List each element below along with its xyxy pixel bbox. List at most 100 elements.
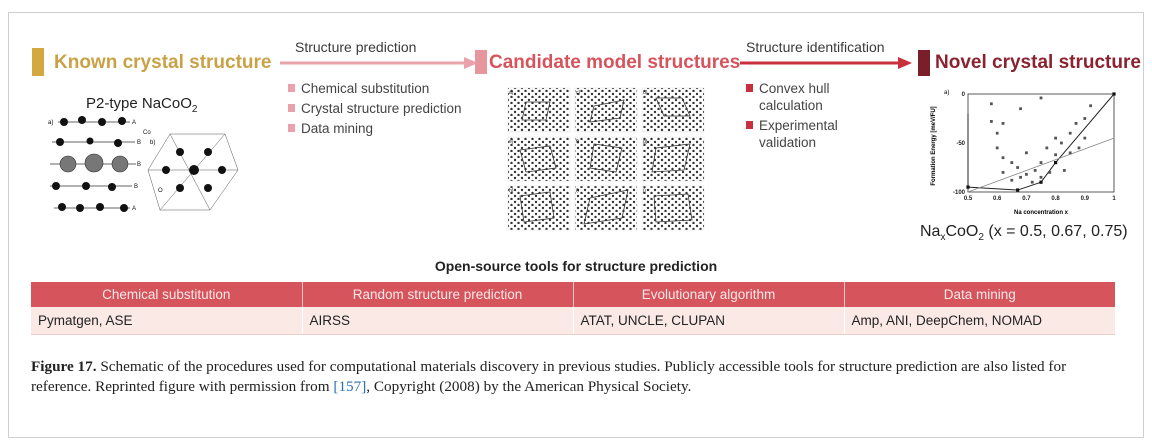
known-structure-title: P2-type NaCoO2 [86, 95, 198, 115]
tools-heading: Open-source tools for structure predicti… [434, 258, 718, 274]
data-point [1060, 141, 1063, 145]
table-cell: Pymatgen, ASE [31, 307, 303, 335]
list-item: Chemical substitution [288, 80, 468, 97]
reference-line [967, 137, 1115, 193]
data-point [1039, 175, 1043, 179]
data-point [1025, 151, 1028, 155]
data-point [1074, 122, 1078, 125]
svg-text:f): f) [576, 139, 579, 145]
identification-methods-list: Convex hull calculation Experimental val… [746, 80, 886, 154]
atom-callouts: Co O [143, 130, 163, 194]
data-point [1001, 156, 1005, 160]
y-axis-label: Formation Energy [meV/FU] [931, 106, 937, 185]
data-point [1010, 161, 1014, 164]
candidate-structures-grid: a) c) d) e) f) g) h) i) j) [507, 87, 705, 231]
known-stage-marker [32, 48, 44, 76]
data-points [966, 92, 1116, 192]
data-point [1083, 136, 1087, 140]
data-point [1019, 175, 1022, 179]
caption-text-end: , Copyright (2008) by the American Physi… [366, 378, 692, 395]
data-point [1068, 151, 1072, 155]
svg-text:c): c) [576, 90, 581, 96]
chart-panel-label: a) [944, 90, 949, 96]
table-header-row: Chemical substitution Random structure p… [31, 282, 1115, 307]
x-tick-label: 0.8 [1051, 196, 1060, 202]
figure-caption: Figure 17. Schematic of the procedures u… [31, 357, 1121, 397]
data-point [1001, 171, 1005, 174]
data-point [989, 120, 993, 123]
data-point [1054, 153, 1057, 157]
panel-label: a) [48, 120, 53, 126]
data-point [1045, 146, 1049, 150]
svg-text:O: O [158, 188, 163, 194]
svg-text:Co: Co [143, 130, 151, 136]
column-header: Random structure prediction [302, 282, 574, 307]
data-point [995, 131, 999, 135]
hull-point [966, 185, 970, 189]
column-header: Evolutionary algorithm [573, 282, 845, 307]
data-point [1089, 104, 1093, 108]
svg-text:A: A [132, 120, 136, 126]
data-point [1068, 131, 1072, 135]
list-item: Experimental validation [746, 117, 886, 151]
svg-text:B: B [137, 140, 141, 146]
data-point [1030, 180, 1034, 184]
list-item: Crystal structure prediction [288, 100, 468, 117]
x-axis-label: Na concentration x [1014, 210, 1069, 216]
tick-labels: 0.5 0.6 0.7 0.8 0.9 1 0 -50 -100 [953, 92, 1116, 202]
svg-text:e): e) [509, 139, 514, 145]
data-point [1025, 172, 1028, 176]
caption-text: Schematic of the procedures used for com… [31, 358, 1067, 395]
column-header: Data mining [844, 282, 1115, 307]
hull-point [1039, 180, 1043, 184]
candidate-panels [507, 87, 705, 231]
data-point [1019, 107, 1022, 111]
x-tick-label: 0.5 [964, 196, 973, 202]
atoms [52, 116, 128, 212]
y-tick-label: 0 [962, 92, 966, 98]
hull-point [1112, 92, 1116, 96]
y-tick-label: -50 [956, 141, 965, 147]
table-row: Pymatgen, ASE AIRSS ATAT, UNCLE, CLUPAN … [31, 307, 1115, 335]
prediction-methods-list: Chemical substitution Crystal structure … [288, 80, 468, 140]
top-view-atoms [162, 148, 226, 192]
structure-prediction-label: Structure prediction [295, 39, 417, 55]
svg-text:i): i) [576, 188, 579, 194]
data-point [1033, 169, 1037, 172]
table-cell: Amp, ANI, DeepChem, NOMAD [844, 307, 1115, 335]
data-point [1016, 166, 1020, 169]
data-point [1083, 117, 1087, 120]
list-item: Data mining [288, 120, 468, 137]
data-point [1039, 161, 1043, 164]
novel-formula: NaxCoO2 (x = 0.5, 0.67, 0.75) [920, 223, 1128, 244]
x-tick-label: 1 [1112, 196, 1116, 202]
data-point [1054, 136, 1057, 140]
known-stage-title: Known crystal structure [54, 52, 272, 73]
hull-point [1016, 188, 1020, 192]
table-cell: ATAT, UNCLE, CLUPAN [573, 307, 845, 335]
svg-text:B: B [137, 162, 141, 168]
tools-table: Chemical substitution Random structure p… [31, 282, 1115, 335]
svg-text:j): j) [642, 188, 646, 194]
x-tick-label: 0.7 [1022, 196, 1031, 202]
data-point [1001, 122, 1005, 125]
list-item: Convex hull calculation [746, 80, 886, 114]
candidate-stage-title: Candidate model structures [489, 52, 741, 73]
svg-text:a): a) [509, 90, 514, 96]
svg-text:A: A [132, 206, 136, 212]
novel-stage-marker [918, 50, 930, 76]
svg-text:B: B [134, 184, 138, 190]
svg-text:h): h) [509, 188, 514, 194]
novel-stage-title: Novel crystal structure [935, 52, 1141, 73]
structure-prediction-arrow [280, 57, 478, 69]
reference-link[interactable]: [157] [333, 378, 367, 395]
x-tick-label: 0.6 [993, 196, 1002, 202]
data-point [1048, 171, 1052, 174]
y-tick-label: -100 [953, 190, 966, 196]
x-tick-label: 0.9 [1081, 196, 1090, 202]
convex-hull-line [967, 93, 1115, 191]
sodium-atoms [59, 153, 129, 173]
structure-identification-arrow [740, 57, 912, 69]
svg-text:d): d) [643, 90, 648, 96]
